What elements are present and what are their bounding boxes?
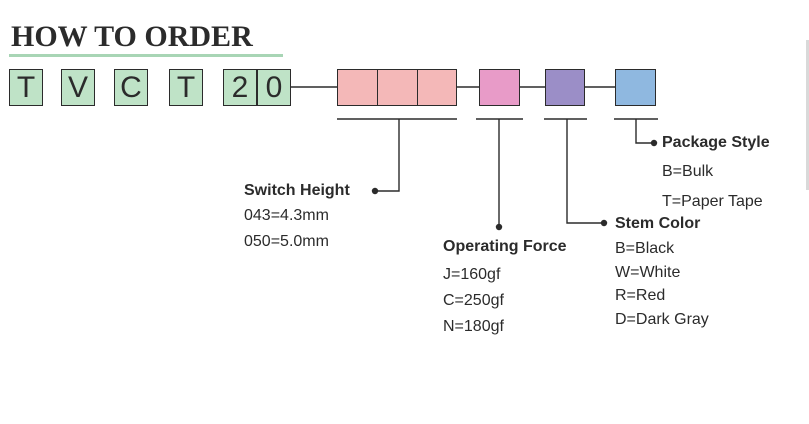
operating-force-option: N=180gf xyxy=(443,318,504,335)
dot-operating-force xyxy=(495,223,503,231)
stem-color-option: R=Red xyxy=(615,287,666,304)
leader-switch-height xyxy=(376,119,400,192)
operating-force-option: J=160gf xyxy=(443,266,501,283)
switch-height-label: Switch Height xyxy=(244,182,350,199)
code-digit-0: 0 xyxy=(257,69,291,106)
switch-height-slot xyxy=(337,69,457,106)
package-style-slot xyxy=(615,69,656,106)
code-letter-t2: T xyxy=(169,69,203,106)
code-letter-c: C xyxy=(114,69,148,106)
stem-color-option: B=Black xyxy=(615,240,675,257)
leader-stem-color xyxy=(566,119,603,224)
switch-height-digit-1 xyxy=(338,70,378,105)
title-underline xyxy=(9,54,283,57)
switch-height-option: 043=4.3mm xyxy=(244,207,329,224)
stem-color-option: W=White xyxy=(615,264,681,281)
leader-package-style xyxy=(635,119,653,144)
stem-color-slot xyxy=(545,69,585,106)
package-style-option: B=Bulk xyxy=(662,163,714,180)
dot-stem-color xyxy=(600,219,608,227)
package-style-label: Package Style xyxy=(662,134,770,151)
operating-force-label: Operating Force xyxy=(443,238,567,255)
dot-package-style xyxy=(650,139,658,147)
stem-color-label: Stem Color xyxy=(615,215,701,232)
code-digit-2: 2 xyxy=(223,69,257,106)
switch-height-option: 050=5.0mm xyxy=(244,233,329,250)
operating-force-option: C=250gf xyxy=(443,292,504,309)
code-letter-v: V xyxy=(61,69,95,106)
dot-switch-height xyxy=(371,187,379,195)
package-style-option: T=Paper Tape xyxy=(662,193,763,210)
page-title: HOW TO ORDER xyxy=(11,20,253,53)
switch-height-digit-2 xyxy=(378,70,418,105)
code-letter-t1: T xyxy=(9,69,43,106)
operating-force-slot xyxy=(479,69,520,106)
page-edge-divider xyxy=(806,40,809,190)
stem-color-option: D=Dark Gray xyxy=(615,311,709,328)
